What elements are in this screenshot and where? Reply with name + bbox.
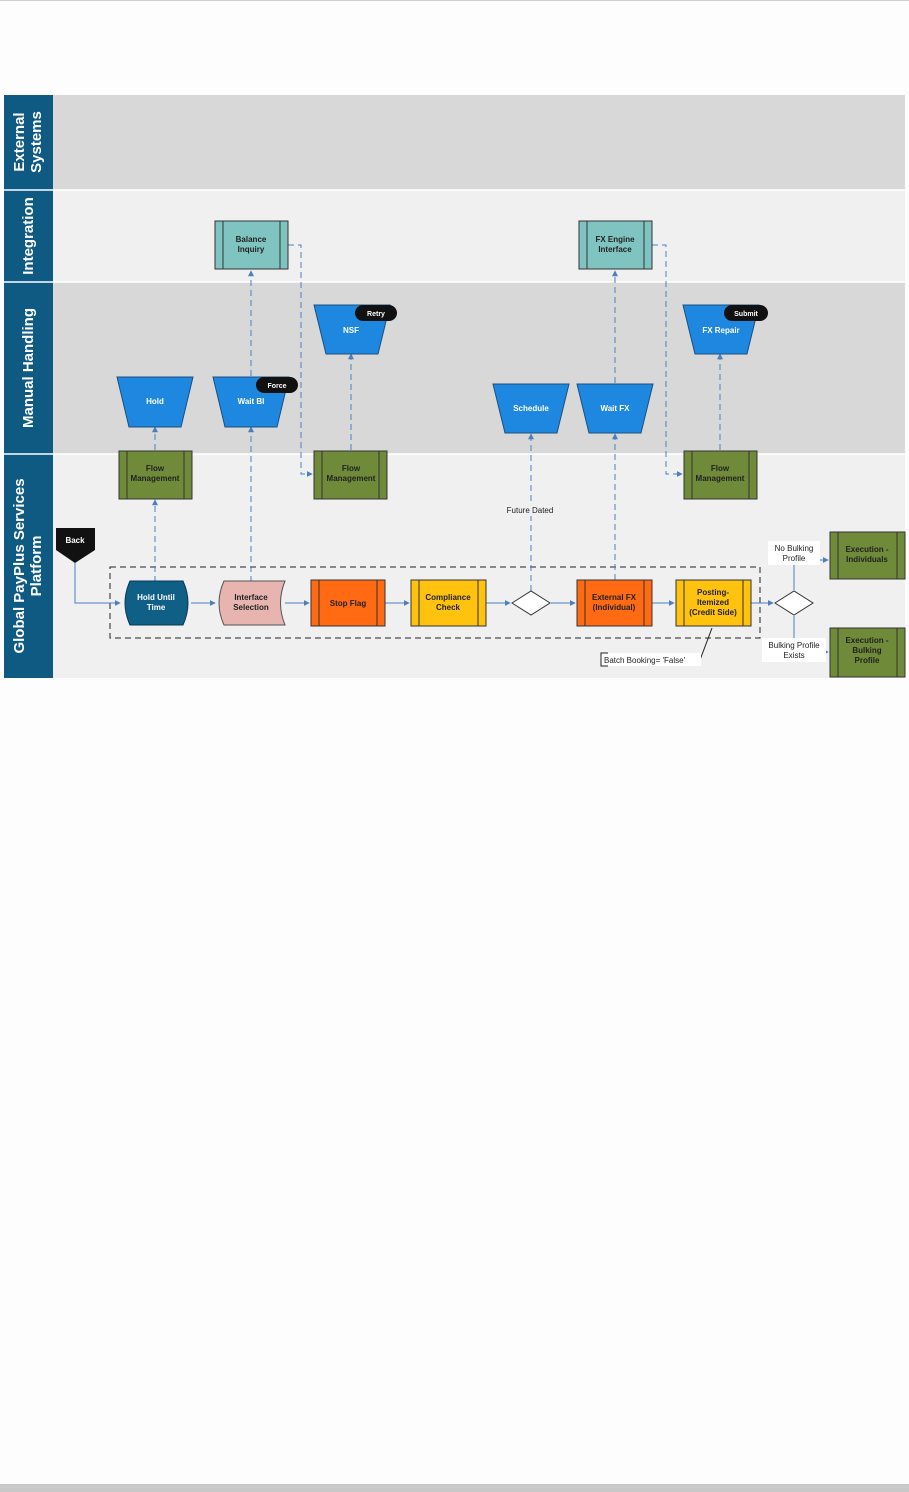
bottom-rule <box>0 1484 909 1492</box>
schedule-label: Schedule <box>513 404 549 413</box>
hold-queue[interactable]: Hold <box>116 376 194 428</box>
retry-badge-label: Retry <box>367 311 385 318</box>
lane-title-external: ExternalSystems <box>11 111 45 173</box>
lane-title-platform: Global PayPlus ServicesPlatform <box>11 478 45 653</box>
lane-title-integration: Integration <box>20 197 37 275</box>
back-label: Back <box>65 536 85 545</box>
stop-flag-label: Stop Flag <box>330 599 367 608</box>
retry-badge[interactable] <box>355 305 397 321</box>
wait-bi-label: Wait BI <box>238 397 265 406</box>
execution-individuals-label: Execution -Individuals <box>845 545 888 564</box>
future-dated-annotation: Future Dated <box>507 506 554 515</box>
fx-repair-queue[interactable]: FX Repair Submit <box>682 304 768 355</box>
conn-back-hold <box>74 562 121 606</box>
lane-header-integration <box>4 190 53 282</box>
force-badge-label: Force <box>267 383 286 390</box>
submit-badge-label: Submit <box>734 311 758 318</box>
top-rule <box>0 0 909 1</box>
external-fx-step[interactable]: External FX(Individual) <box>576 579 653 627</box>
posting-itemized-step[interactable]: Posting-Itemized(Credit Side) <box>675 579 752 627</box>
back-connector[interactable]: Back <box>56 528 95 563</box>
lane-header-manual <box>4 282 53 454</box>
submit-badge[interactable] <box>724 305 768 321</box>
lane-integration-bg <box>53 190 905 282</box>
future-dated-decision[interactable] <box>511 590 551 616</box>
batch-booking-annotation: Batch Booking= 'False' <box>604 656 686 665</box>
external-fx-label: External FX(Individual) <box>592 593 637 612</box>
schedule-queue[interactable]: Schedule <box>492 383 570 434</box>
nsf-queue[interactable]: NSF Retry <box>313 304 397 355</box>
lane-external-bg <box>53 95 905 190</box>
batch-callout-line <box>699 627 713 661</box>
wait-fx-label: Wait FX <box>600 404 630 413</box>
wait-bi-queue[interactable]: Wait BI Force <box>212 376 298 428</box>
lane-header-external <box>4 95 53 190</box>
swimlane-diagram: ExternalSystems Integration Manual Handl… <box>4 95 906 678</box>
wait-fx-queue[interactable]: Wait FX <box>576 383 654 434</box>
bulking-decision[interactable] <box>774 590 814 616</box>
execution-individuals-box[interactable]: Execution -Individuals <box>829 531 906 580</box>
nsf-label: NSF <box>343 326 359 335</box>
conn-fxengine-flow3 <box>652 244 683 477</box>
stop-flag-step[interactable]: Stop Flag <box>310 579 386 627</box>
lane-header-platform <box>4 454 53 678</box>
lane-manual-bg <box>53 282 905 454</box>
lane-title-manual: Manual Handling <box>20 308 37 428</box>
hold-label: Hold <box>146 397 164 406</box>
fx-repair-label: FX Repair <box>702 326 739 335</box>
force-badge[interactable] <box>256 377 298 393</box>
posting-itemized-label: Posting-Itemized(Credit Side) <box>689 588 737 617</box>
